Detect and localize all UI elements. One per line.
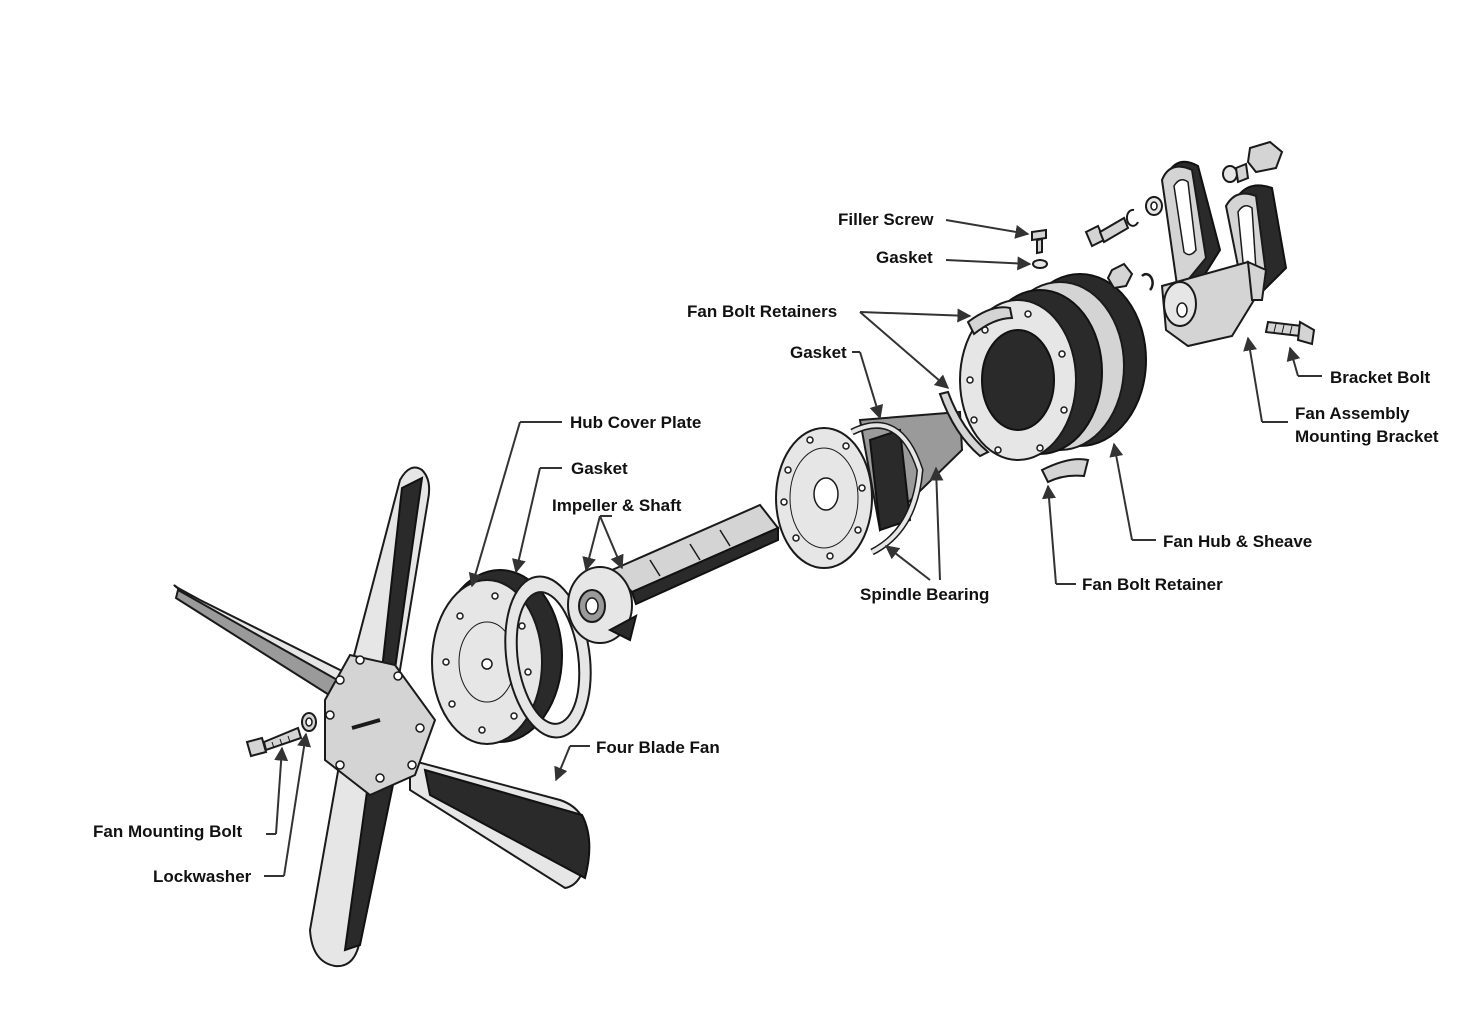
label-spindle-bearing: Spindle Bearing — [860, 585, 990, 604]
fan-assembly-mounting-bracket — [1160, 160, 1288, 348]
leader-lines — [264, 219, 1322, 877]
impeller-and-shaft — [567, 503, 780, 644]
bracket-bolt — [1264, 320, 1316, 346]
label-filler-screw: Filler Screw — [838, 210, 934, 229]
label-fan-mounting-bolt: Fan Mounting Bolt — [93, 822, 243, 841]
label-gasket-hub: Gasket — [571, 459, 628, 478]
spindle-gasket — [850, 421, 924, 556]
label-gasket-top: Gasket — [876, 248, 933, 267]
label-bracket-bolt: Bracket Bolt — [1330, 368, 1431, 387]
label-lockwasher: Lockwasher — [153, 867, 252, 886]
hub-cover-plate — [431, 569, 563, 745]
label-fan-bolt-retainers: Fan Bolt Retainers — [687, 302, 838, 321]
spindle-bearing — [775, 410, 964, 569]
lockwasher — [301, 712, 317, 732]
fan-mounting-bolt — [245, 726, 303, 758]
fan-bolt-retainers — [938, 306, 1090, 484]
label-hub-cover-plate: Hub Cover Plate — [570, 413, 702, 432]
four-blade-fan — [173, 466, 591, 968]
fan-hub-and-sheave — [959, 273, 1147, 461]
label-impeller-shaft: Impeller & Shaft — [552, 496, 682, 515]
label-fan-assembly-bracket-line2: Mounting Bracket — [1295, 427, 1439, 446]
label-gasket-spindle: Gasket — [790, 343, 847, 362]
label-fan-assembly-bracket-line1: Fan Assembly — [1295, 404, 1410, 423]
bracket-hardware — [1084, 140, 1284, 291]
label-fan-hub-sheave: Fan Hub & Sheave — [1163, 532, 1313, 551]
label-fan-bolt-retainer: Fan Bolt Retainer — [1082, 575, 1223, 594]
filler-gasket — [1032, 259, 1048, 269]
label-four-blade-fan: Four Blade Fan — [596, 738, 720, 757]
filler-screw — [1031, 228, 1047, 255]
